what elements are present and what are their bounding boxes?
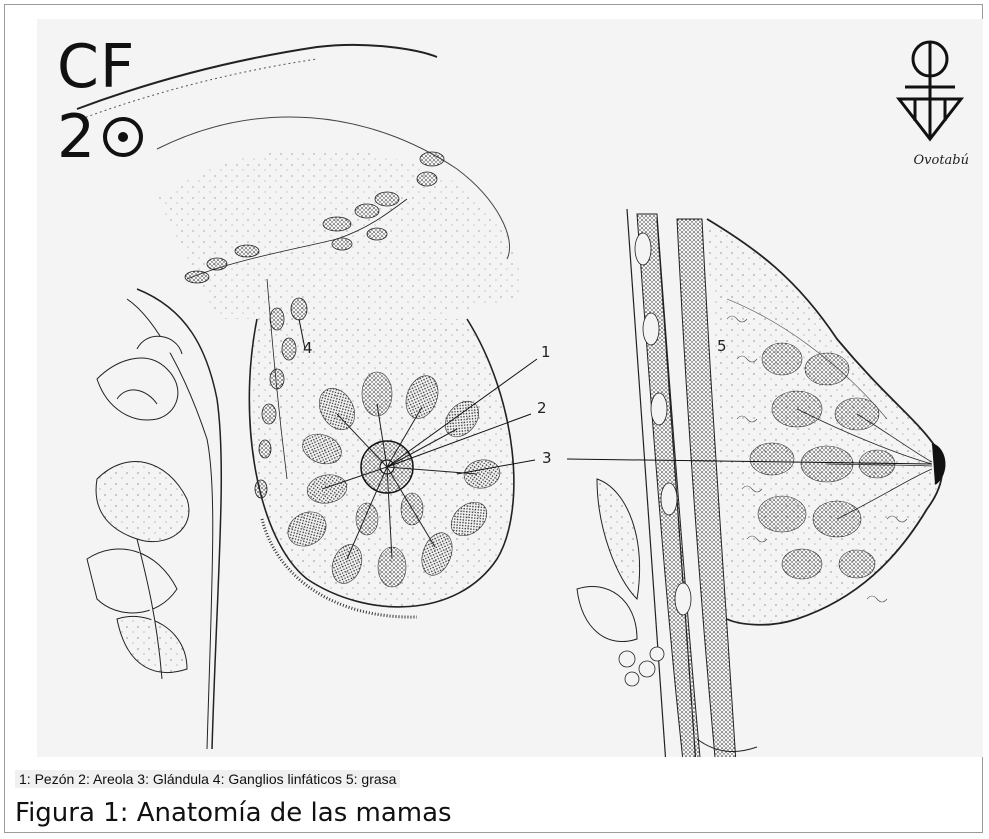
left-flowers — [87, 299, 213, 749]
label-4: 4 — [303, 339, 313, 357]
label-5: 5 — [717, 337, 727, 355]
logo-number: 2 — [57, 107, 95, 167]
anatomy-illustration: CF 2 Ovotabú 1 2 3 4 5 — [37, 19, 983, 757]
logo-cf-text: CF — [57, 37, 135, 97]
sun-circle-icon — [101, 115, 145, 159]
breast-anatomy-drawing — [37, 19, 983, 757]
figure-frame: CF 2 Ovotabú 1 2 3 4 5 1: Pezón 2: Areol… — [4, 4, 983, 833]
side-view-breast — [577, 209, 944, 757]
label-3: 3 — [542, 449, 552, 467]
brand-name: Ovotabú — [914, 153, 970, 168]
label-2: 2 — [537, 399, 547, 417]
figure-legend: 1: Pezón 2: Areola 3: Glándula 4: Gangli… — [15, 770, 400, 788]
figure-caption: Figura 1: Anatomía de las mamas — [15, 798, 452, 828]
logo-year: 2 — [57, 107, 145, 167]
label-1: 1 — [541, 343, 551, 361]
ovotabu-symbol-icon — [895, 37, 965, 147]
